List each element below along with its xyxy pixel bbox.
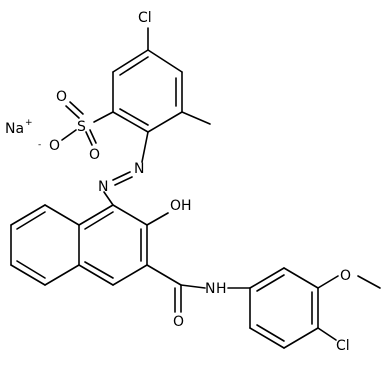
- bond: [10, 204, 46, 226]
- bond: [317, 327, 337, 341]
- bond: [256, 274, 285, 292]
- atom-n2: N: [98, 179, 108, 195]
- bond: [181, 111, 211, 125]
- bond: [256, 324, 285, 342]
- atom-o-lower: O: [49, 138, 60, 154]
- bond: [249, 267, 285, 289]
- atom-nh-h: H: [216, 281, 227, 297]
- bond: [147, 111, 183, 133]
- bond: [141, 131, 149, 163]
- bond: [78, 204, 114, 226]
- bond: [112, 171, 131, 181]
- atom-o-methoxy: O: [340, 268, 351, 284]
- bond: [114, 176, 133, 186]
- bond: [16, 211, 46, 230]
- bonds: [10, 27, 381, 349]
- bond: [84, 211, 114, 230]
- atom-nh: N: [205, 281, 215, 297]
- atom-cl-top: Cl: [138, 10, 152, 26]
- atom-o-amide: O: [173, 314, 184, 330]
- bond: [93, 111, 114, 123]
- atom-na: Na: [5, 121, 24, 137]
- bond: [146, 264, 182, 286]
- atom-oh: OH: [170, 198, 192, 214]
- atom-o-upper: O: [56, 89, 67, 105]
- bond: [112, 111, 149, 133]
- bond: [78, 264, 114, 286]
- bond: [16, 260, 46, 279]
- bond: [119, 108, 149, 126]
- atom-n1: N: [134, 161, 144, 177]
- bond: [84, 261, 114, 279]
- bond: [119, 56, 149, 76]
- bond: [283, 267, 319, 289]
- atom-s: S: [77, 119, 86, 135]
- bond: [147, 49, 183, 73]
- bond: [249, 327, 285, 349]
- bond: [61, 129, 77, 141]
- bond: [44, 264, 80, 286]
- atom-na-charge: +: [25, 118, 33, 128]
- atom-labels: Cl Na + O S O O - N N OH N H O O Cl: [5, 10, 351, 354]
- bond: [112, 264, 148, 286]
- atom-o-right: O: [89, 147, 100, 163]
- bond: [65, 105, 80, 119]
- bond: [89, 129, 97, 144]
- bond: [112, 204, 148, 226]
- bond: [357, 275, 381, 289]
- bond: [146, 212, 169, 226]
- bond: [10, 264, 46, 286]
- bond: [283, 327, 319, 349]
- atom-o-lower-charge: -: [38, 140, 41, 150]
- bond: [103, 191, 114, 206]
- bond: [85, 131, 93, 146]
- bond: [180, 284, 206, 289]
- atom-cl-bottom: Cl: [336, 338, 350, 354]
- bond: [69, 101, 84, 115]
- bond: [112, 49, 149, 73]
- bond: [44, 204, 80, 226]
- bond: [317, 275, 339, 289]
